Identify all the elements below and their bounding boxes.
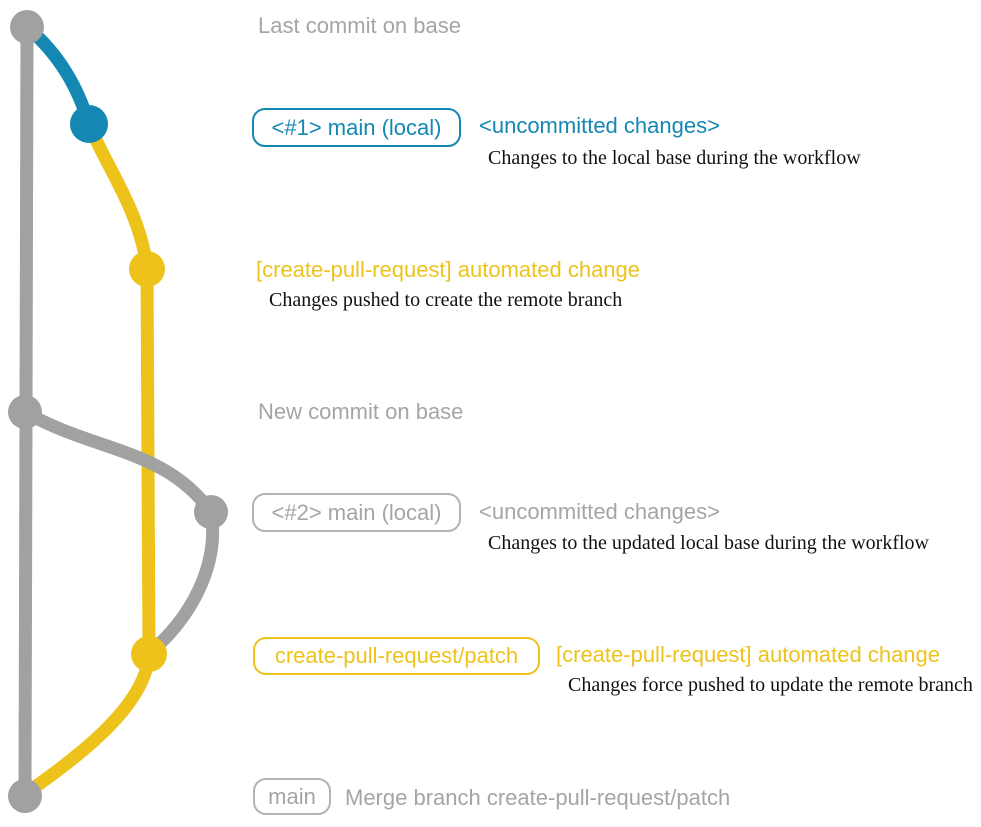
commit-title-uncommitted-1: <uncommitted changes> (479, 113, 720, 138)
commit-dot-uncommitted-2 (194, 495, 228, 529)
branch-label-patch: create-pull-request/patch (253, 637, 540, 675)
commit-title-merge: Merge branch create-pull-request/patch (345, 785, 731, 810)
branch-label-patch-text: create-pull-request/patch (274, 643, 519, 668)
commit-title-automated-1: [create-pull-request] automated change (256, 257, 641, 282)
branch-label-main-local-2-text: <#2> main (local) (271, 499, 442, 525)
commit-dot-new-base (8, 395, 42, 429)
branch-label-main-local-2: <#2> main (local) (252, 493, 461, 532)
annotation-new-commit: New commit on base (258, 399, 464, 424)
commit-title-automated-2: [create-pull-request] automated change (556, 642, 941, 667)
annotation-last-commit: Last commit on base (258, 13, 461, 38)
branch-label-main-text: main (268, 783, 316, 809)
updated-base-branch-curve (18, 405, 220, 660)
commit-desc-automated-2: Changes force pushed to update the remot… (568, 674, 973, 696)
commit-desc-automated-1: Changes pushed to create the remote bran… (269, 289, 623, 311)
commit-dot-last-base (10, 10, 44, 44)
branch-label-main: main (253, 778, 331, 815)
branch-label-main-local-1-text: <#1> main (local) (271, 114, 442, 140)
commit-dot-merge (8, 779, 42, 813)
commit-desc-uncommitted-1: Changes to the local base during the wor… (488, 147, 861, 169)
branch-label-main-local-1: <#1> main (local) (252, 108, 461, 147)
commit-dot-automated-1 (129, 251, 165, 287)
commit-dot-uncommitted-1 (70, 105, 108, 143)
commit-title-uncommitted-2: <uncommitted changes> (479, 499, 720, 524)
commit-dot-automated-2 (131, 636, 167, 672)
commit-desc-uncommitted-2: Changes to the updated local base during… (488, 532, 929, 554)
